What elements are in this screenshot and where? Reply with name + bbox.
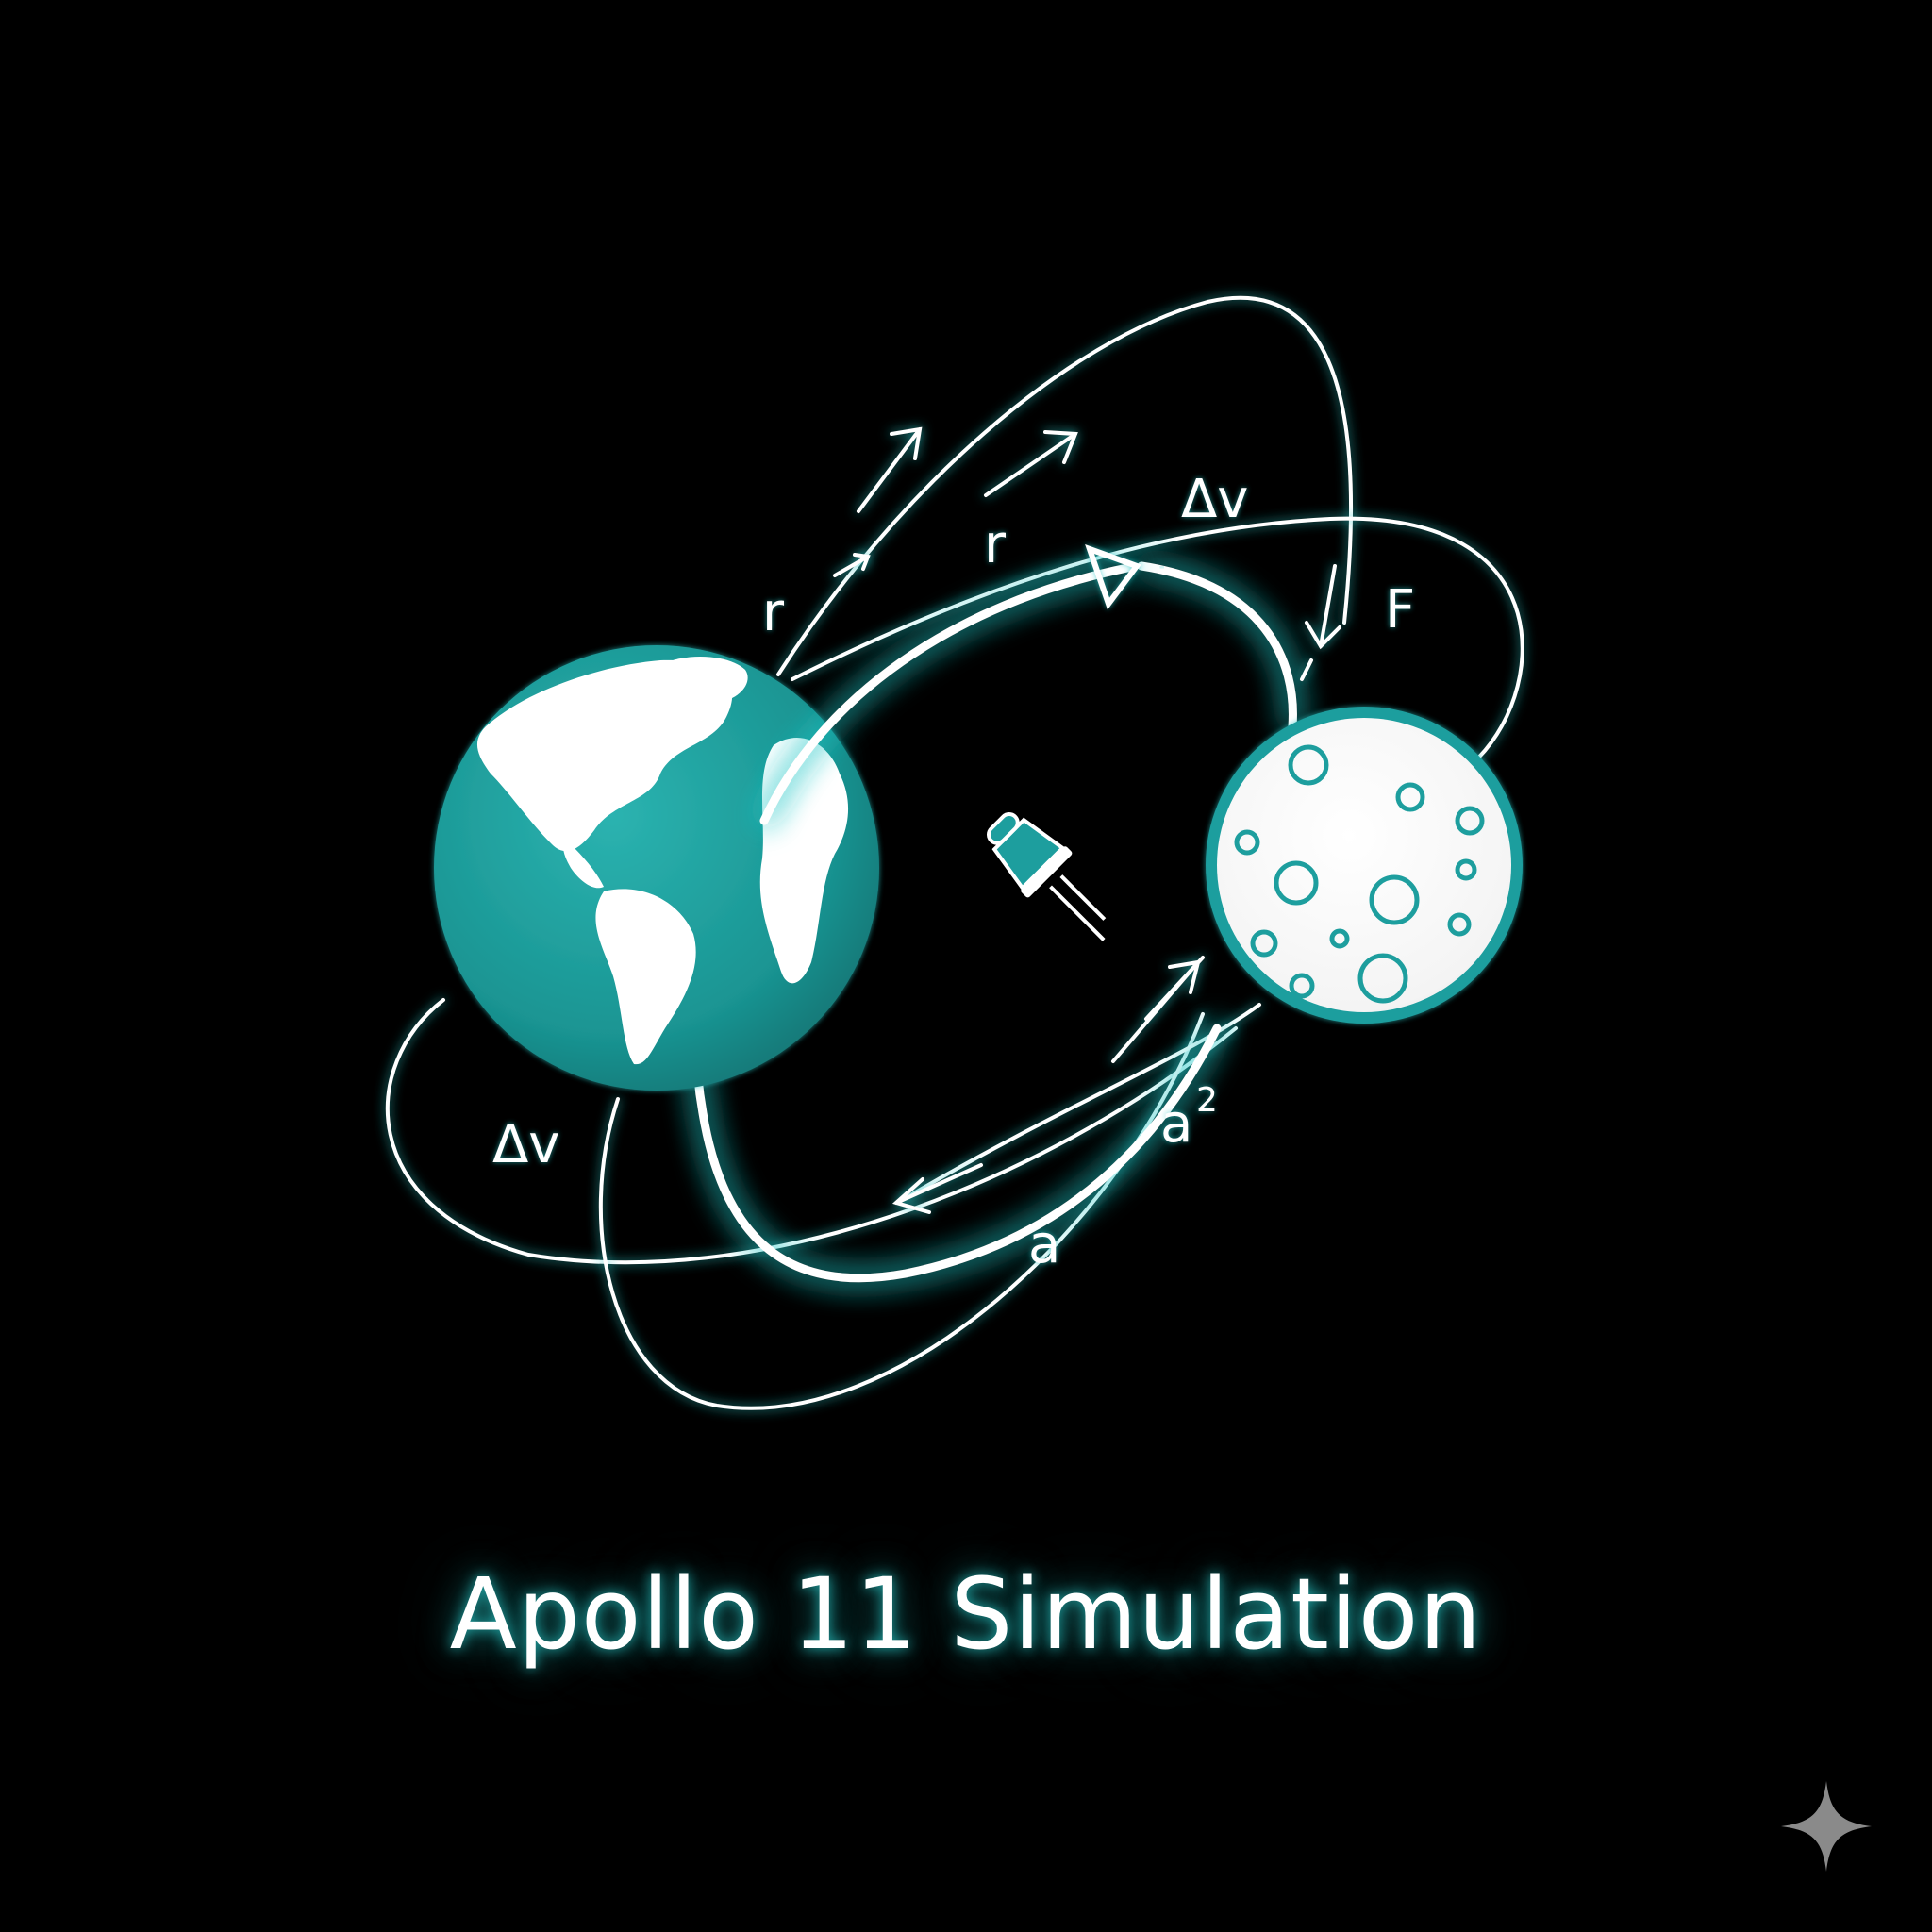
moon-crater	[1455, 806, 1485, 836]
transfer-orbit-upper	[1137, 561, 1297, 731]
label-dv-top: Δv	[1181, 469, 1248, 530]
arrow-moon-tick	[1300, 658, 1313, 681]
moon-crater	[1455, 858, 1477, 881]
north-america	[476, 659, 733, 852]
orbit-path-right-loop	[791, 516, 1524, 766]
moon-crater	[1274, 860, 1319, 906]
moon-crater	[1289, 973, 1315, 999]
orbit-path-lower-left	[598, 1012, 1205, 1410]
arrow-a2	[1144, 956, 1205, 1021]
arrow-markers	[833, 426, 1341, 1214]
moon-icon	[1206, 707, 1523, 1024]
moon-crater	[1447, 912, 1472, 937]
moon-crater	[1357, 953, 1408, 1004]
orbit-path-outer-left	[385, 998, 1238, 1265]
orbit-path-top-arc	[776, 295, 1354, 676]
spacecraft-trail	[1049, 885, 1106, 941]
transfer-orbit-front	[759, 563, 1132, 825]
orbit-triangle-marker	[1085, 544, 1141, 610]
arrow-lower-left	[891, 1163, 983, 1214]
orbit-path-lower-return	[904, 1003, 1261, 1200]
label-a-squared-exponent: 2	[1196, 1081, 1218, 1120]
label-r-upper: r	[762, 582, 785, 643]
greenland	[660, 656, 748, 703]
spacecraft-base	[1021, 846, 1073, 898]
label-force: F	[1385, 579, 1415, 641]
moon-crater	[1234, 829, 1260, 856]
page-title: Apollo 11 Simulation	[449, 1557, 1483, 1672]
arrow-up-1	[857, 426, 923, 513]
moon-crater	[1395, 782, 1425, 812]
moon-crater	[1369, 874, 1420, 925]
south-america	[595, 889, 696, 1065]
moon-crater	[1329, 928, 1350, 949]
moon-crater	[1288, 744, 1329, 786]
label-a-lower: a	[1028, 1214, 1060, 1275]
moon-crater	[1250, 929, 1278, 958]
earth-icon	[434, 645, 879, 1091]
label-dv-left: Δv	[492, 1114, 559, 1175]
central-america	[563, 840, 604, 889]
arrow-r-tick	[833, 553, 871, 577]
europe-africa	[759, 737, 849, 984]
sparkle-icon	[1781, 1781, 1872, 1872]
spacecraft-nose	[986, 811, 1020, 845]
spacecraft-trail	[1059, 874, 1107, 921]
arrow-up-2	[984, 430, 1078, 497]
label-r-middle: r	[984, 514, 1007, 575]
label-a-squared: a	[1160, 1093, 1192, 1155]
arrow-force-down	[1305, 564, 1341, 650]
spacecraft-icon	[986, 811, 1107, 941]
